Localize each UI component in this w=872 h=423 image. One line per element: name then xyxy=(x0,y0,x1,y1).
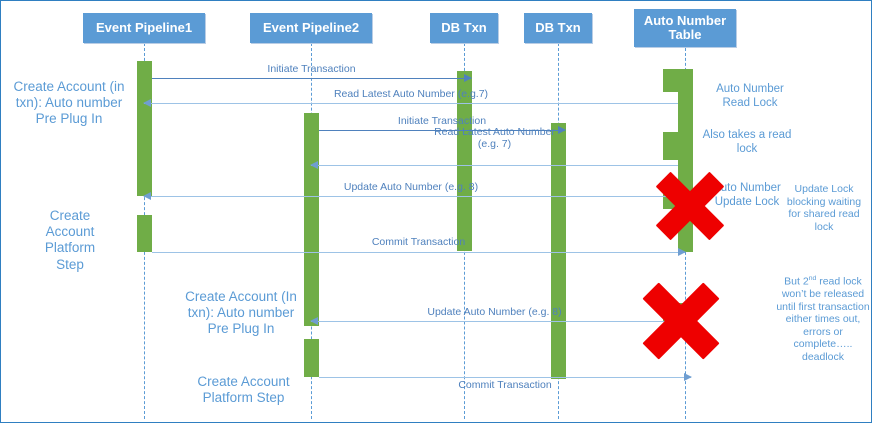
activation-bar-ant-nested-2 xyxy=(663,132,679,160)
message-label: Read Latest Auto Number (e.g.7) xyxy=(333,88,489,100)
message-arrowhead-right xyxy=(464,73,472,82)
error-x-icon-x1 xyxy=(655,171,766,254)
error-x-icon-x2 xyxy=(642,281,767,375)
actor-header-ep1[interactable]: Event Pipeline1 xyxy=(83,13,205,43)
note-n4: Also takes a read lock xyxy=(702,129,792,155)
message-arrowhead-left xyxy=(310,316,318,325)
activation-bar-ep2 xyxy=(304,339,319,377)
message-label: Update Auto Number (e.g. 8) xyxy=(427,306,562,318)
actor-header-db2[interactable]: DB Txn xyxy=(524,13,592,43)
message-label: Initiate Transaction xyxy=(397,115,487,127)
message-line xyxy=(144,103,678,104)
message-label: Commit Transaction xyxy=(458,379,552,391)
activation-bar-ep1 xyxy=(137,215,152,252)
message-arrowhead-left xyxy=(143,98,151,107)
actor-header-ant[interactable]: Auto Number Table xyxy=(634,9,736,47)
actor-label: Event Pipeline2 xyxy=(262,20,360,36)
note-n1: Create Account (in txn): Auto number Pre… xyxy=(13,79,125,127)
message-label: Update Auto Number (e.g. 8) xyxy=(343,181,479,193)
activation-bar-ep1 xyxy=(137,61,152,196)
activation-bar-db1 xyxy=(457,71,472,251)
note-n9: But 2nd read lock won’t be released unti… xyxy=(776,275,870,364)
activation-bar-db2 xyxy=(551,123,566,379)
message-label: Initiate Transaction xyxy=(267,63,356,75)
message-line xyxy=(152,252,685,253)
message-line xyxy=(144,196,678,197)
message-arrowhead-right xyxy=(678,247,686,256)
note-n6: Update Lock blocking waiting for shared … xyxy=(786,183,862,233)
message-line xyxy=(311,165,678,166)
actor-label: DB Txn xyxy=(441,20,487,36)
note-n8: Create Account Platform Step xyxy=(197,374,290,406)
actor-label: Event Pipeline1 xyxy=(95,20,193,36)
message-line xyxy=(311,321,678,322)
message-arrowhead-right xyxy=(684,372,692,381)
message-arrowhead-left xyxy=(310,160,318,169)
message-label: Read Latest Auto Number (e.g. 7) xyxy=(434,126,555,150)
note-n7: Create Account (In txn): Auto number Pre… xyxy=(185,289,297,337)
note-n3: Auto Number Read Lock xyxy=(716,83,784,109)
message-line xyxy=(152,78,471,79)
message-line xyxy=(319,377,691,378)
activation-bar-ant-nested-1 xyxy=(663,69,679,92)
actor-label: Auto Number Table xyxy=(643,13,727,42)
note-n2: Create Account Platform Step xyxy=(44,208,96,272)
actor-header-db1[interactable]: DB Txn xyxy=(430,13,498,43)
ordinal-suffix: nd xyxy=(808,275,817,282)
message-label: Commit Transaction xyxy=(371,236,466,248)
message-arrowhead-left xyxy=(143,191,151,200)
actor-label: DB Txn xyxy=(535,20,581,36)
actor-header-ep2[interactable]: Event Pipeline2 xyxy=(250,13,372,43)
message-line xyxy=(319,130,565,131)
message-arrowhead-right xyxy=(558,125,566,134)
